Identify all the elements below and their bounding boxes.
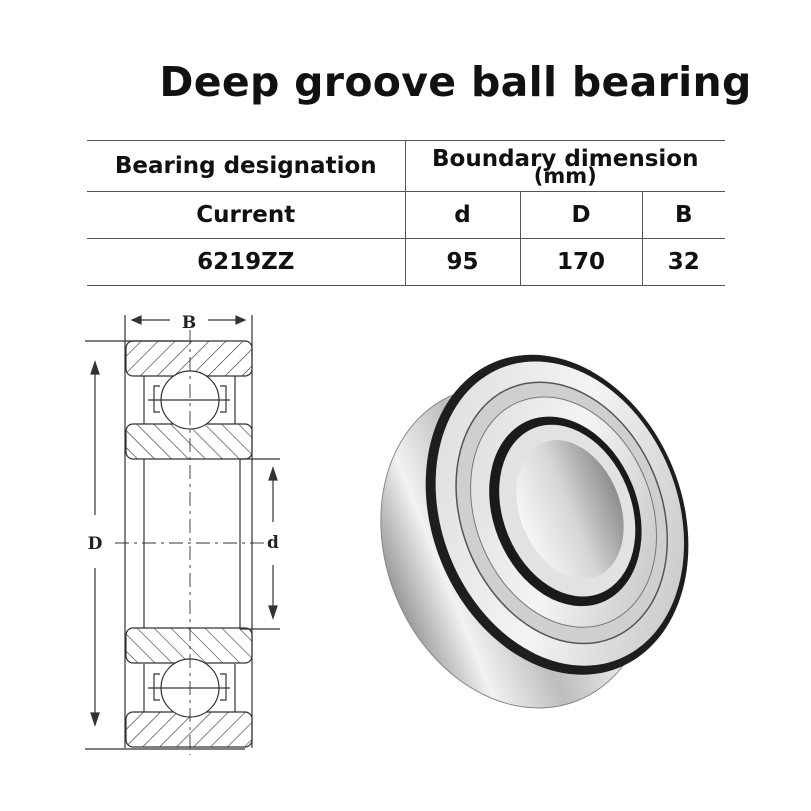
- table-row: 6219ZZ 95 170 32: [87, 238, 725, 286]
- spec-table: Bearing designation Boundary dimension (…: [87, 140, 725, 286]
- subheader-D: D: [519, 191, 643, 239]
- label-d: d: [267, 533, 279, 553]
- bearing-cross-section-drawing: B D d: [85, 313, 280, 755]
- subheader-d: d: [404, 191, 521, 239]
- cell-model: 6219ZZ: [87, 238, 406, 286]
- boundary-label: Boundary dimension: [432, 146, 699, 172]
- page-title: Deep groove ball bearing: [159, 58, 752, 106]
- cell-B: 32: [641, 238, 725, 286]
- unit-label: (mm): [533, 164, 597, 188]
- bearing-product-photo: [380, 354, 689, 709]
- subheader-current: Current: [87, 191, 406, 239]
- subheader-B: B: [641, 191, 725, 239]
- header-designation: Bearing designation: [87, 140, 406, 192]
- table-header-row: Bearing designation Boundary dimension (…: [87, 140, 725, 192]
- label-D: D: [88, 534, 103, 554]
- header-boundary-dimension: Boundary dimension (mm): [404, 140, 725, 192]
- table-subheader-row: Current d D B: [87, 191, 725, 239]
- label-B: B: [182, 313, 196, 333]
- cell-d: 95: [404, 238, 521, 286]
- cell-D: 170: [519, 238, 643, 286]
